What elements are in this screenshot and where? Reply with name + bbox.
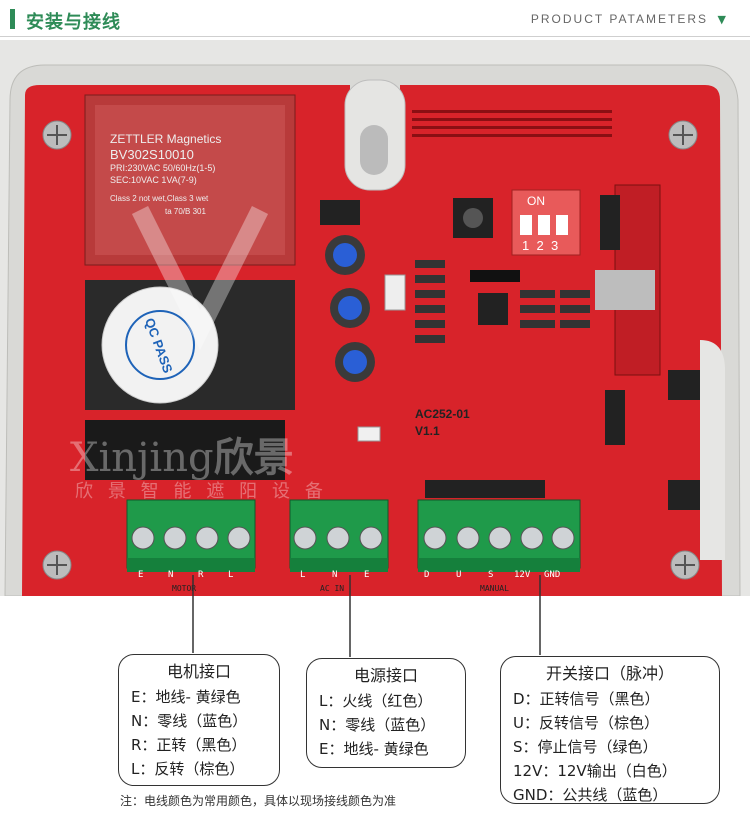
board-version: V1.1 [415, 424, 440, 438]
motor-row-n: N：零线（蓝色） [131, 712, 248, 730]
chevron-down-icon: ▼ [717, 13, 726, 26]
power-interface-title: 电源接口 [353, 666, 418, 685]
motor-pin-e: E [138, 570, 144, 580]
board-illustration [0, 40, 750, 596]
power-row-e: E：地线- 黄绿色 [319, 740, 429, 758]
manual-caption: MANUAL [480, 584, 509, 593]
section-subtitle: PRODUCT PATAMETERS [530, 12, 708, 26]
header-accent-bar [10, 9, 15, 29]
motor-pin-r: R [198, 570, 204, 580]
switch-row-12v: 12V：12V输出（白色） [513, 762, 677, 780]
switch-row-s: S：停止信号（绿色） [513, 738, 658, 756]
dip-switch-numbers: 1 2 3 [522, 238, 558, 253]
section-header: 安装与接线 PRODUCT PATAMETERS ▼ [0, 0, 750, 38]
transformer-primary: PRI:230VAC 50/60Hz(1-5) [110, 163, 216, 173]
dip-switch-on-label: ON [527, 194, 545, 208]
power-interface-box: 电源接口 L：火线（红色） N：零线（蓝色） E：地线- 黄绿色 [306, 658, 466, 768]
control-board-photo: ZETTLER Magnetics BV302S10010 PRI:230VAC… [0, 40, 750, 596]
manual-pin-12v: 12V [514, 570, 531, 580]
motor-row-l: L：反转（棕色） [131, 760, 245, 778]
watermark-cn-text: 欣景 [213, 434, 294, 481]
watermark-en-text: Xinjing [70, 435, 214, 481]
wiring-color-note: 注：电线颜色为常用颜色，具体以现场接线颜色为准 [120, 794, 397, 808]
manual-pin-gnd: GND [544, 570, 561, 580]
acin-pin-e: E [364, 570, 370, 580]
motor-pin-l: L [228, 570, 234, 580]
manual-pin-u: U [456, 570, 462, 580]
section-title: 安装与接线 [26, 12, 121, 33]
watermark-logo-en: Xinjing欣景 [70, 425, 294, 483]
switch-row-d: D：正转信号（黑色） [513, 690, 660, 708]
power-row-n: N：零线（蓝色） [319, 716, 436, 734]
manual-pin-d: D [424, 570, 430, 580]
dip-2: 2 [536, 238, 544, 253]
transformer-brand: ZETTLER Magnetics [110, 132, 222, 146]
acin-pin-l: L [300, 570, 306, 580]
manual-pin-s: S [488, 570, 494, 580]
motor-interface-box: 电机接口 E：地线- 黄绿色 N：零线（蓝色） R：正转（黑色） L：反转（棕色… [118, 654, 280, 786]
header-divider [0, 36, 750, 37]
dip-3: 3 [550, 238, 559, 253]
power-row-l: L：火线（红色） [319, 692, 433, 710]
acin-caption: AC IN [320, 584, 345, 593]
motor-pin-n: N [168, 570, 174, 580]
motor-row-r: R：正转（黑色） [131, 736, 247, 754]
motor-interface-title: 电机接口 [166, 662, 231, 681]
switch-row-gnd: GND：公共线（蓝色） [513, 786, 668, 804]
switch-row-u: U：反转信号（棕色） [513, 714, 659, 732]
motor-row-e: E：地线- 黄绿色 [131, 688, 241, 706]
switch-interface-title: 开关接口（脉冲） [545, 664, 674, 683]
transformer-secondary: SEC:10VAC 1VA(7-9) [110, 175, 197, 185]
watermark-subtitle: 欣 景 智 能 遮 阳 设 备 [75, 481, 325, 502]
dip-1: 1 [522, 238, 530, 253]
transformer-rating: ta 70/B 301 [165, 207, 206, 216]
transformer-class: Class 2 not wet,Class 3 wet [110, 194, 209, 203]
board-model: AC252-01 [415, 407, 470, 421]
manual-pins: D U S 12V GND [424, 570, 560, 580]
transformer-model: BV302S10010 [110, 147, 194, 162]
motor-caption: MOTOR [172, 584, 197, 593]
switch-interface-box: 开关接口（脉冲） D：正转信号（黑色） U：反转信号（棕色） S：停止信号（绿色… [500, 656, 720, 804]
acin-pin-n: N [332, 570, 338, 580]
transformer-label: ZETTLER Magnetics BV302S10010 PRI:230VAC… [110, 132, 221, 218]
